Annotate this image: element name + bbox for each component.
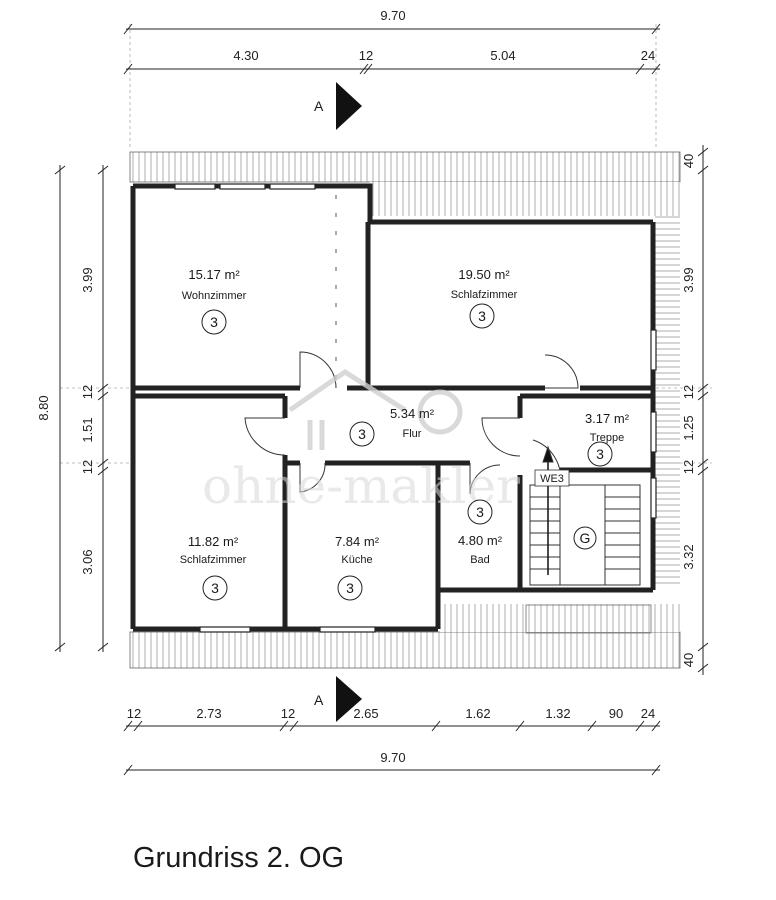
dim-bottom-part: 24	[641, 706, 655, 721]
wc-label: WE3	[540, 473, 564, 485]
room-schlafzimmer-2: 11.82 m² Schlafzimmer 3	[180, 534, 247, 601]
room-name: Flur	[403, 428, 422, 440]
room-schlafzimmer-1: 19.50 m² Schlafzimmer 3	[451, 267, 518, 329]
room-area: 15.17 m²	[188, 267, 240, 282]
dim-top-part: 24	[641, 48, 655, 63]
room-kueche: 7.84 m² Küche 3	[335, 534, 380, 601]
walls	[130, 183, 656, 632]
room-name: Treppe	[590, 432, 624, 444]
watermark: ohne-makler	[202, 369, 520, 515]
section-marker-bottom: A	[314, 676, 362, 722]
wc-tag: WE3	[534, 469, 570, 487]
dim-left-part: 3.99	[80, 267, 95, 292]
room-area: 19.50 m²	[458, 267, 510, 282]
section-marker-top: A	[314, 82, 362, 130]
section-marker-label: A	[314, 692, 324, 708]
roof-hatch	[129, 151, 681, 669]
room-name: Küche	[341, 554, 372, 566]
dim-bottom-part: 1.32	[545, 706, 570, 721]
dim-right-part: 3.32	[681, 544, 696, 569]
dim-bottom-total: 9.70	[380, 750, 405, 765]
dim-bottom-part: 1.62	[465, 706, 490, 721]
dim-left-part: 3.06	[80, 549, 95, 574]
room-number: 3	[211, 580, 219, 596]
room-treppe: 3.17 m² Treppe 3	[585, 411, 630, 467]
dim-top-part: 12	[359, 48, 373, 63]
dimension-labels: 9.70 4.30 12 5.04 24 12 2.73 12 2.65 1.6…	[36, 8, 696, 765]
room-flur: 5.34 m² Flur 3	[349, 406, 435, 447]
dim-right-part: 40	[681, 653, 696, 667]
dim-bottom-part: 2.65	[353, 706, 378, 721]
room-area: 7.84 m²	[335, 534, 380, 549]
room-number: 3	[596, 446, 604, 462]
room-name: Bad	[470, 554, 490, 566]
dim-bottom-part: 12	[127, 706, 141, 721]
dim-bottom-part: 2.73	[196, 706, 221, 721]
room-number: 3	[476, 504, 484, 520]
dim-left-part: 12	[80, 460, 95, 474]
stair-label: G	[580, 530, 591, 546]
dim-right-part: 12	[681, 385, 696, 399]
room-area: 3.17 m²	[585, 411, 630, 426]
dim-right-part: 3.99	[681, 267, 696, 292]
room-name: Wohnzimmer	[182, 290, 247, 302]
room-area: 4.80 m²	[458, 533, 503, 548]
dim-bottom-part: 12	[281, 706, 295, 721]
dimension-lines	[54, 23, 709, 776]
room-name: Schlafzimmer	[180, 554, 247, 566]
room-name: Schlafzimmer	[451, 289, 518, 301]
room-area: 5.34 m²	[390, 406, 435, 421]
house-logo-icon	[288, 369, 463, 450]
dim-bottom-part: 90	[609, 706, 623, 721]
room-number: 3	[358, 426, 366, 442]
dim-top-part: 5.04	[490, 48, 515, 63]
dim-left-part: 1.51	[80, 417, 95, 442]
watermark-text: ohne-makler	[202, 457, 520, 515]
page-title: Grundriss 2. OG	[133, 842, 345, 874]
stair-marker: G	[573, 526, 597, 550]
dim-right-part: 12	[681, 460, 696, 474]
room-wohnzimmer: 15.17 m² Wohnzimmer 3	[182, 267, 247, 335]
section-marker-label: A	[314, 98, 324, 114]
dim-left-total: 8.80	[36, 395, 51, 420]
room-number: 3	[210, 314, 218, 330]
dim-top-part: 4.30	[233, 48, 258, 63]
dim-right-part: 1.25	[681, 415, 696, 440]
dim-left-part: 12	[80, 385, 95, 399]
room-number: 3	[478, 308, 486, 324]
room-area: 11.82 m²	[188, 534, 239, 549]
room-bad: 3 4.80 m² Bad	[458, 499, 503, 566]
windows	[174, 183, 657, 633]
dim-top-total: 9.70	[380, 8, 405, 23]
extension-lines	[60, 24, 712, 464]
dim-right-part: 40	[681, 154, 696, 168]
room-number: 3	[346, 580, 354, 596]
stair-steps	[530, 496, 640, 570]
